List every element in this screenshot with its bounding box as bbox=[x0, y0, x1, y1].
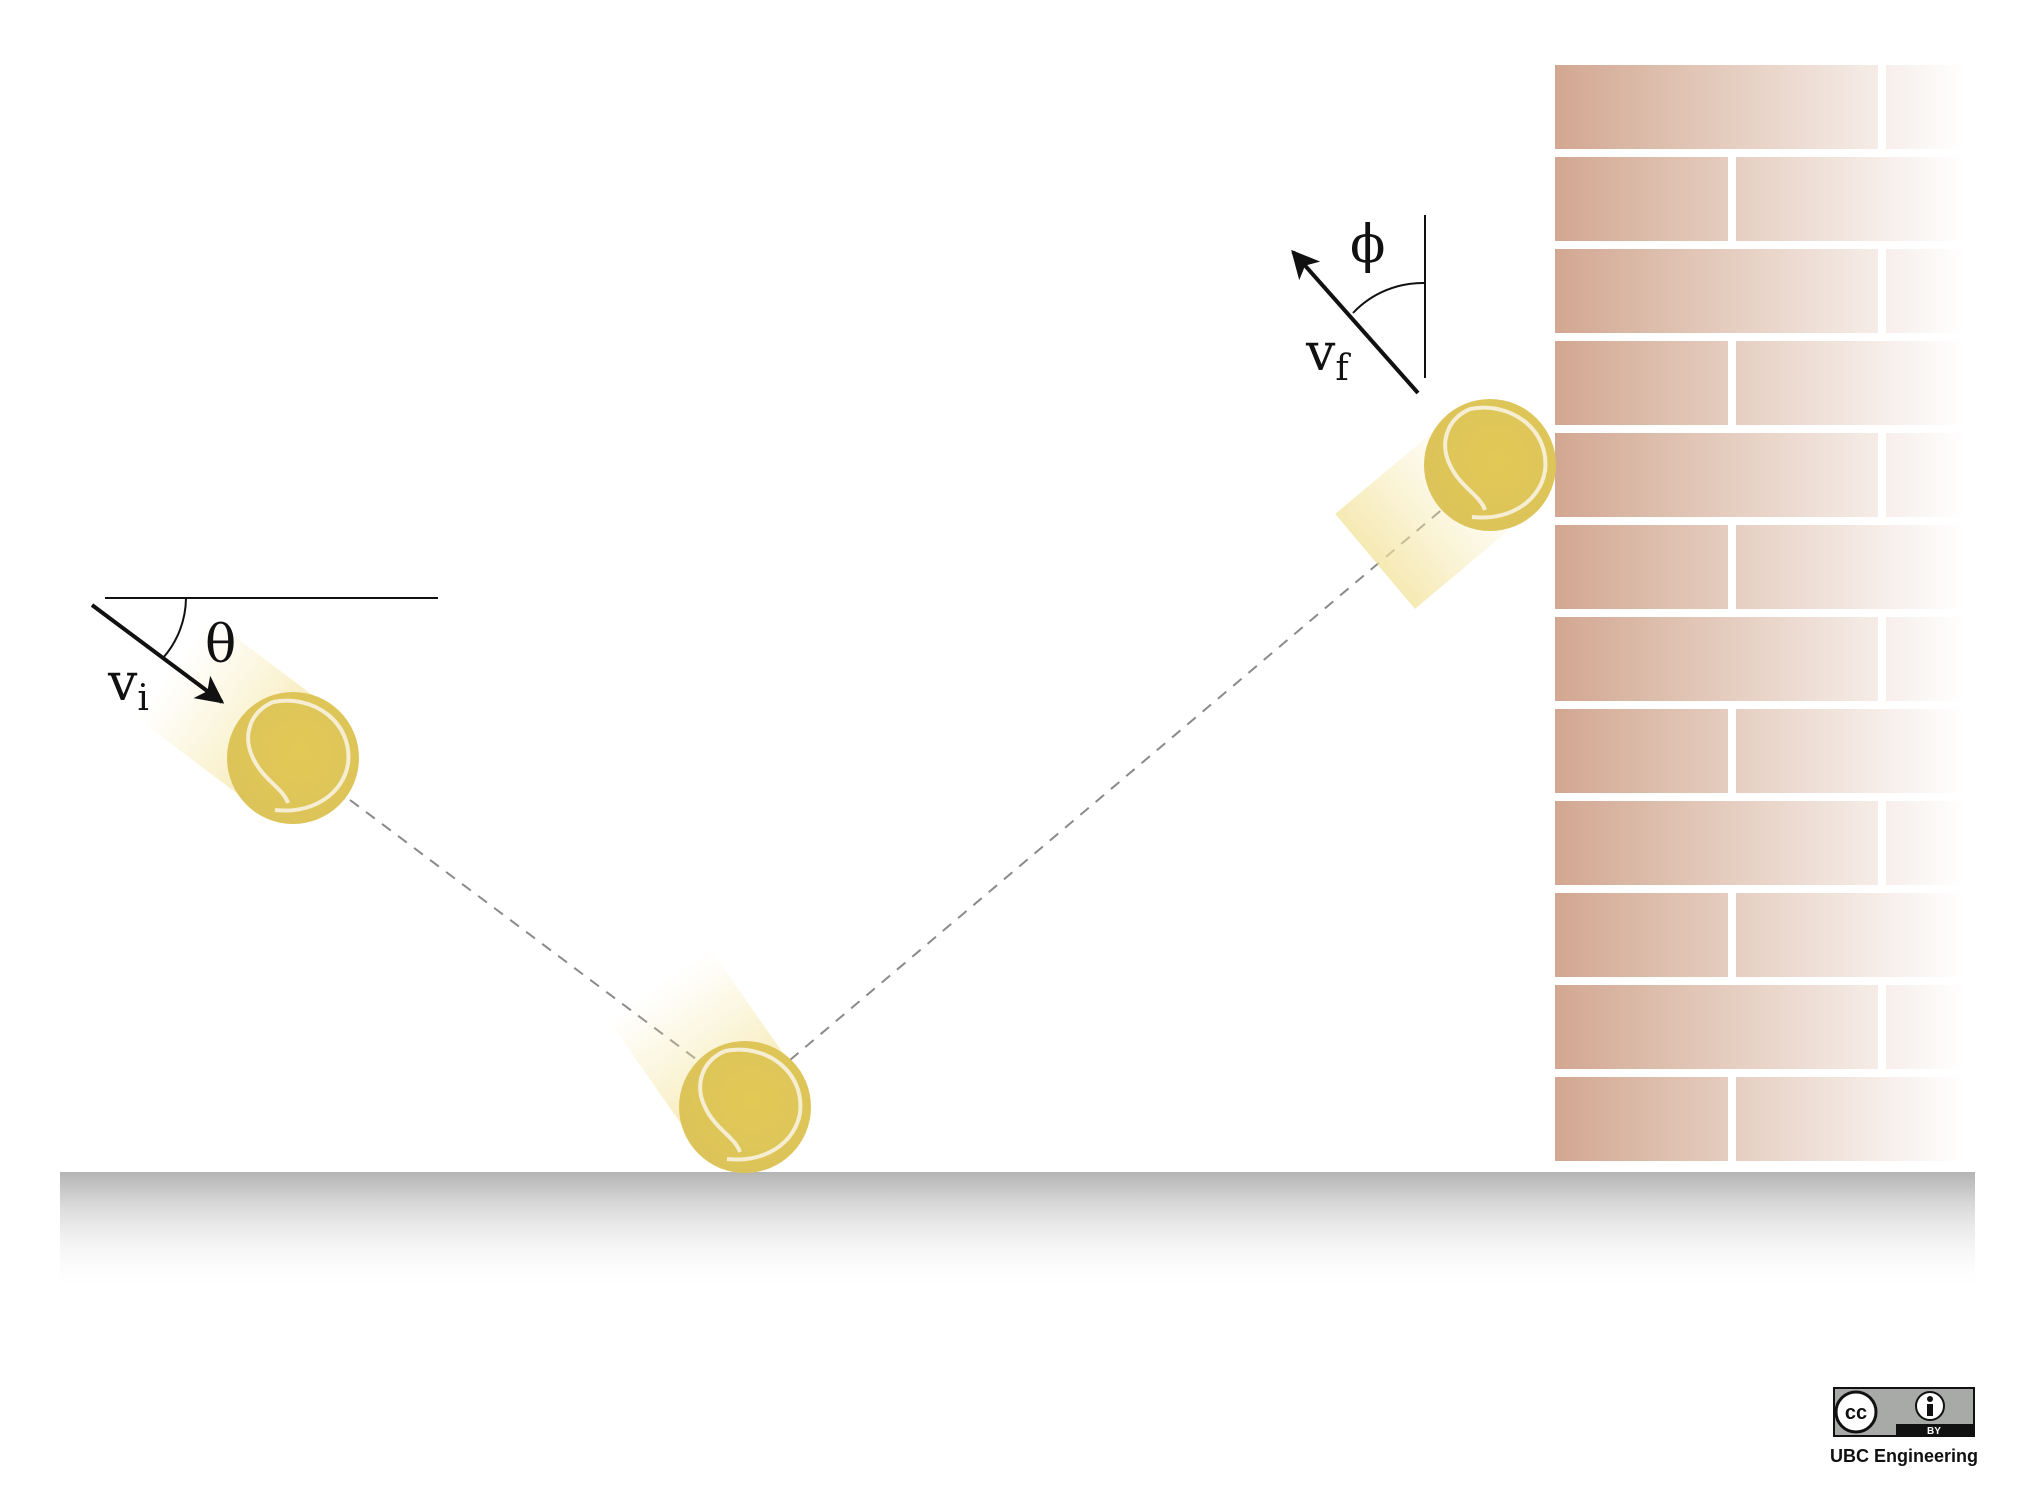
brick bbox=[1555, 249, 1878, 333]
brick bbox=[1736, 157, 1965, 241]
attribution-credit: UBC Engineering bbox=[1830, 1446, 1978, 1466]
tennis-ball-icon bbox=[225, 690, 361, 826]
theta-label: θ bbox=[205, 615, 236, 675]
tennis-ball-icon bbox=[1422, 397, 1558, 533]
ground bbox=[60, 1172, 1975, 1292]
cc-by-icon: cc BY bbox=[1833, 1387, 1975, 1437]
brick bbox=[1555, 893, 1728, 977]
brick bbox=[1736, 893, 1965, 977]
brick bbox=[1886, 617, 1965, 701]
trajectory-line-outgoing bbox=[789, 506, 1446, 1061]
outgoing-velocity-arrow bbox=[1291, 249, 1420, 395]
brick bbox=[1555, 801, 1878, 885]
incoming-velocity-arrow bbox=[90, 603, 225, 704]
brick bbox=[1736, 1077, 1965, 1161]
brick bbox=[1555, 617, 1878, 701]
v-final-label: vf bbox=[1305, 323, 1351, 389]
cc-badge-text: cc bbox=[1845, 1402, 1867, 1424]
phi-label: ϕ bbox=[1350, 215, 1385, 275]
brick bbox=[1736, 709, 1965, 793]
v-initial-label: vi bbox=[107, 653, 149, 719]
brick bbox=[1555, 433, 1878, 517]
brick bbox=[1886, 433, 1965, 517]
by-badge-text: BY bbox=[1927, 1426, 1941, 1437]
brick bbox=[1736, 525, 1965, 609]
tennis-ball-icon bbox=[677, 1039, 813, 1175]
brick bbox=[1555, 985, 1878, 1069]
theta-angle-arc bbox=[162, 597, 187, 659]
brick bbox=[1555, 1077, 1728, 1161]
brick bbox=[1736, 341, 1965, 425]
brick-wall bbox=[1555, 65, 1965, 1161]
phi-angle-arc bbox=[1352, 281, 1426, 314]
brick bbox=[1886, 985, 1965, 1069]
brick bbox=[1555, 525, 1728, 609]
brick bbox=[1555, 65, 1878, 149]
brick bbox=[1886, 249, 1965, 333]
brick bbox=[1555, 341, 1728, 425]
brick bbox=[1886, 801, 1965, 885]
brick bbox=[1555, 157, 1728, 241]
brick bbox=[1555, 709, 1728, 793]
person-icon bbox=[1915, 1391, 1945, 1421]
brick bbox=[1886, 65, 1965, 149]
